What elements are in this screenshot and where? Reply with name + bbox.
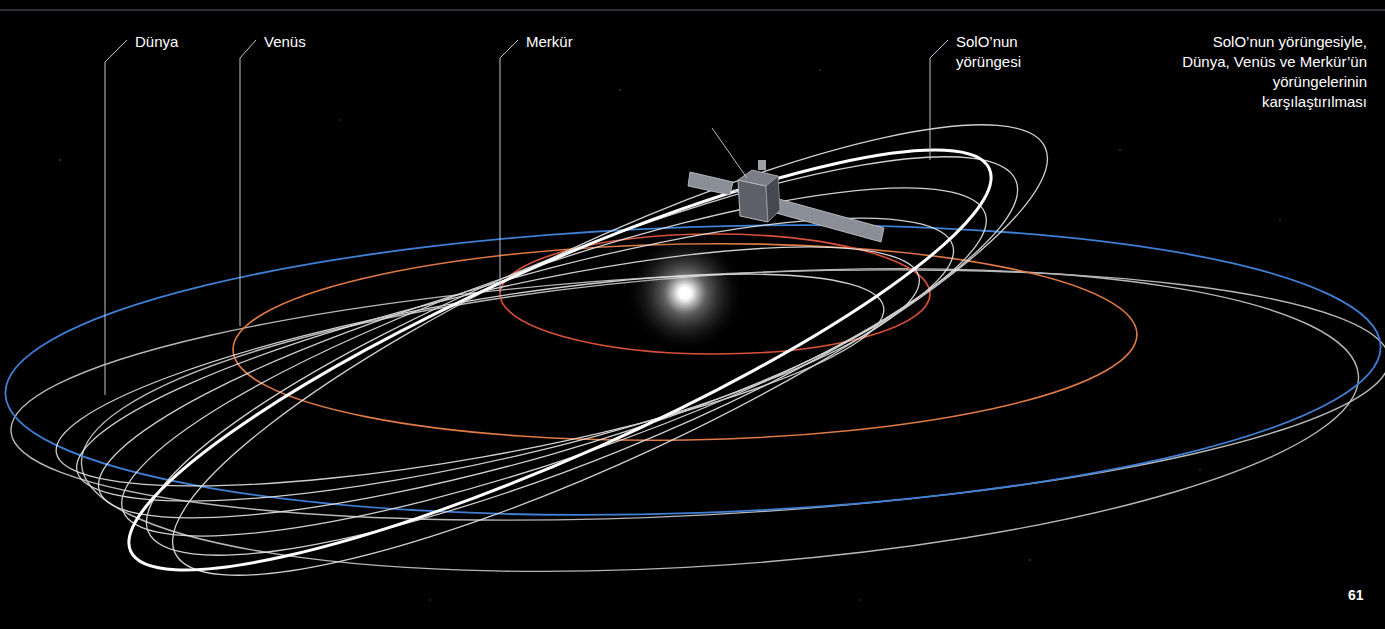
page-number: 61 <box>1348 585 1364 605</box>
solo-orbit-loop <box>58 195 938 553</box>
leader-label: Venüs <box>264 32 306 52</box>
top-rule <box>0 10 1385 11</box>
figure-caption: SolO’nun yörüngesiyle, Dünya, Venüs ve M… <box>1172 32 1367 112</box>
solo-orbit-loop <box>129 49 1090 629</box>
stars <box>59 69 1351 600</box>
earth-orbit <box>0 203 1385 537</box>
solo-orbit-flat <box>5 231 1385 610</box>
solo-orbit-main <box>92 82 1028 629</box>
solo-orbit-loop <box>92 123 1017 601</box>
solo-orbit-loop <box>74 159 977 577</box>
sun-core <box>679 287 691 299</box>
leader-label: Dünya <box>135 32 178 52</box>
leader-label: Merkür <box>526 32 573 52</box>
leader-label: SolO’nun yörüngesi <box>956 32 1036 72</box>
solo-orbit-loop <box>110 86 1054 626</box>
solo-orbit-inclined <box>43 49 1091 629</box>
leader-lines <box>105 40 948 395</box>
spacecraft <box>688 128 884 242</box>
